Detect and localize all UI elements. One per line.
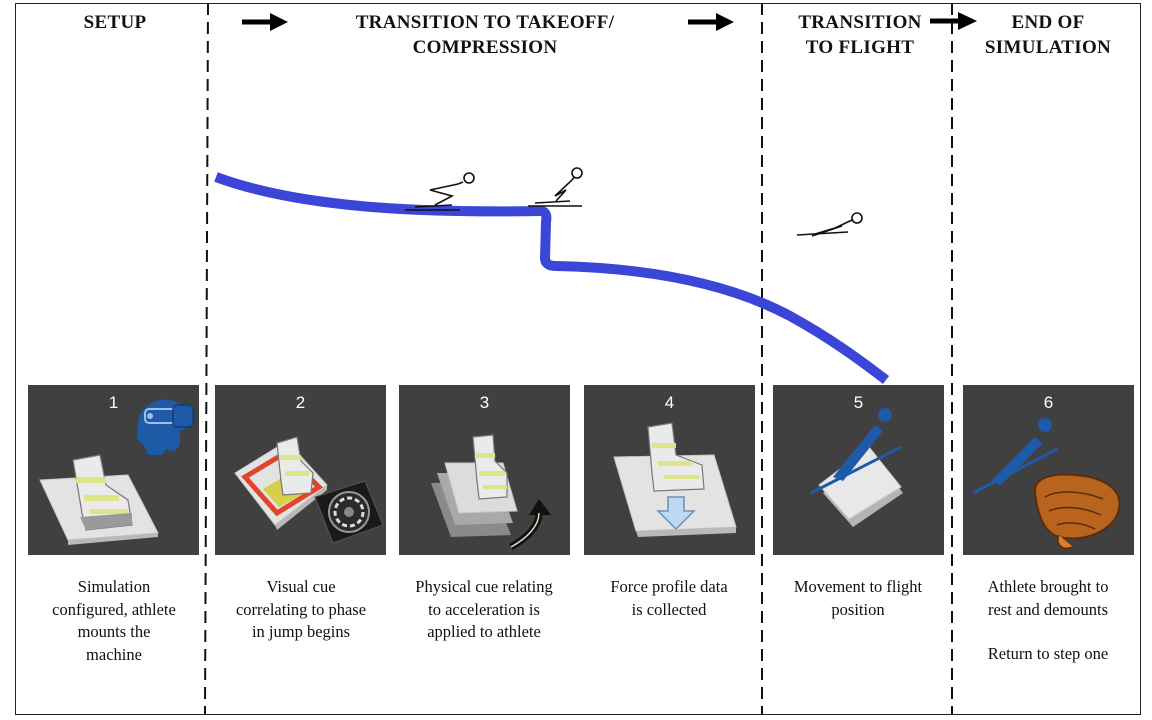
- fan-icon: [314, 480, 384, 544]
- phase-title-line: SIMULATION: [984, 37, 1112, 58]
- caption-line: applied to athlete: [427, 622, 541, 641]
- caption-line: Visual cue: [266, 577, 336, 596]
- phase-title-line: SETUP: [83, 12, 147, 33]
- caption-line: to acceleration is: [428, 599, 540, 619]
- phase-title-line: TO FLIGHT: [805, 37, 915, 58]
- step-caption-4: Force profile data is collected: [578, 576, 760, 621]
- caption-line: Simulation: [77, 577, 151, 596]
- vr-headset-icon: [137, 399, 194, 455]
- catchers-mitt-icon: [1033, 473, 1121, 549]
- ski-jumper-icon: [972, 418, 1058, 495]
- caption-line: position: [831, 599, 885, 619]
- caption-line: is collected: [631, 599, 707, 619]
- phase-divider: [204, 2, 209, 716]
- skier-figure: [405, 172, 475, 211]
- phase-title-flight: TRANSITION TO FLIGHT: [780, 10, 940, 60]
- step-caption-6: Athlete brought to rest and demounts Ret…: [958, 576, 1138, 666]
- caption-line: correlating to phase: [235, 599, 367, 619]
- step-panel-5: 5: [773, 385, 944, 555]
- skier-figure: [528, 167, 583, 207]
- phase-title-line: COMPRESSION: [412, 37, 558, 58]
- phase-title-line: END OF: [1011, 12, 1085, 33]
- ski-jump-track: [214, 172, 890, 384]
- ski-boot-on-platform-icon: [613, 422, 737, 537]
- caption-line: machine: [86, 644, 142, 664]
- step-caption-5: Movement to flight position: [768, 576, 948, 621]
- phase-arrow: [930, 12, 977, 30]
- phase-title-line: TRANSITION TO TAKEOFF/: [355, 12, 615, 33]
- phase-title-setup: SETUP: [60, 10, 170, 35]
- caption-line: Athlete brought to: [987, 577, 1109, 596]
- phase-arrow: [688, 13, 734, 31]
- caption-line: in jump begins: [251, 622, 351, 641]
- step-number: 1: [108, 393, 119, 412]
- step-caption-1: Simulation configured, athlete mounts th…: [20, 576, 208, 666]
- phase-arrow: [242, 13, 288, 31]
- step-caption-3: Physical cue relating to acceleration is…: [394, 576, 574, 644]
- ski-boot-on-tilting-platform-icon: [431, 434, 518, 537]
- step-number: 3: [479, 393, 490, 412]
- caption-line: mounts the: [77, 622, 151, 641]
- step-panel-6: 6: [963, 385, 1134, 555]
- step-panel-2: 2: [215, 385, 386, 555]
- caption-line: configured, athlete: [52, 599, 176, 619]
- step-panel-1: 1: [28, 385, 199, 555]
- caption-line: Physical cue relating: [415, 577, 553, 596]
- phase-title-end: END OF SIMULATION: [968, 10, 1128, 60]
- step-caption-2: Visual cue correlating to phase in jump …: [212, 576, 390, 644]
- curved-up-arrow-icon: [509, 499, 551, 551]
- caption-line: Force profile data: [610, 577, 728, 596]
- step-number: 5: [853, 393, 864, 412]
- caption-line: rest and demounts: [987, 599, 1109, 619]
- step-panel-3: 3: [399, 385, 570, 555]
- ski-jumper-on-platform-icon: [810, 408, 903, 527]
- ski-boot-on-tilted-platform-icon: [234, 436, 328, 530]
- phase-title-takeoff: TRANSITION TO TAKEOFF/ COMPRESSION: [320, 10, 650, 60]
- phase-title-line: TRANSITION: [798, 12, 922, 33]
- step-number: 6: [1043, 393, 1054, 412]
- down-arrow-icon: [656, 496, 696, 531]
- step-panel-4: 4: [584, 385, 755, 555]
- caption-line: Movement to flight: [793, 577, 923, 596]
- skier-figure: [796, 212, 863, 237]
- ski-boot-on-platform-icon: [39, 454, 159, 545]
- caption-line: Return to step one: [987, 644, 1109, 663]
- step-number: 2: [295, 393, 306, 412]
- step-number: 4: [664, 393, 675, 412]
- outer-border: [15, 3, 1141, 715]
